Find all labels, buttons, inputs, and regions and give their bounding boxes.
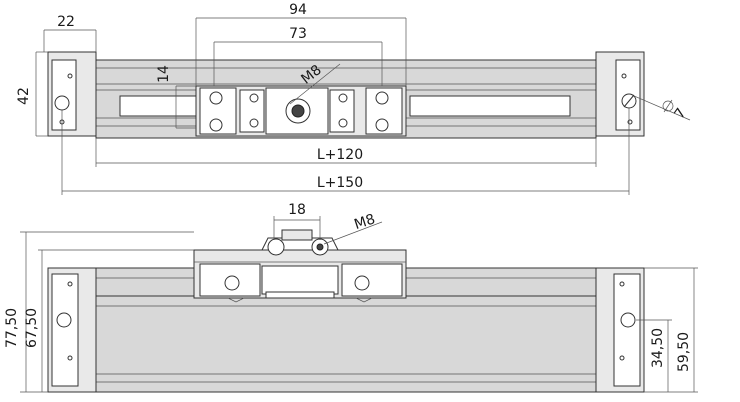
dim-length-outer: L+150 xyxy=(317,175,363,191)
dim-carriage-offset: 14 xyxy=(156,65,172,83)
top-view: 22 94 73 42 14 M8 7 L+120 L+150 xyxy=(16,2,691,195)
dim-total-height: 77,50 xyxy=(4,308,20,348)
top-rail-slot-left xyxy=(119,95,201,117)
dim-outer-spacing: 94 xyxy=(289,2,307,18)
side-rail-body xyxy=(95,295,597,393)
top-left-mount-hole xyxy=(54,95,70,111)
dim-hole-diameter: 7 xyxy=(672,105,690,121)
dim-height: 42 xyxy=(16,87,32,105)
dim-end-height: 59,50 xyxy=(676,332,692,372)
dim-center-height: 34,50 xyxy=(650,328,666,368)
dim-rail-height: 67,50 xyxy=(24,308,40,348)
dim-length-inner: L+120 xyxy=(317,147,363,163)
dim-inner-spacing: 73 xyxy=(289,26,307,42)
side-view: 18 M8 77,50 67,50 34,50 59,50 xyxy=(4,202,698,393)
dim-screw-width: 18 xyxy=(288,202,306,218)
side-screw-head xyxy=(281,229,313,241)
dim-end-width: 22 xyxy=(57,14,75,30)
top-rail-slot-right xyxy=(409,95,571,117)
dim-thread-callout-side: M8 xyxy=(352,211,377,233)
